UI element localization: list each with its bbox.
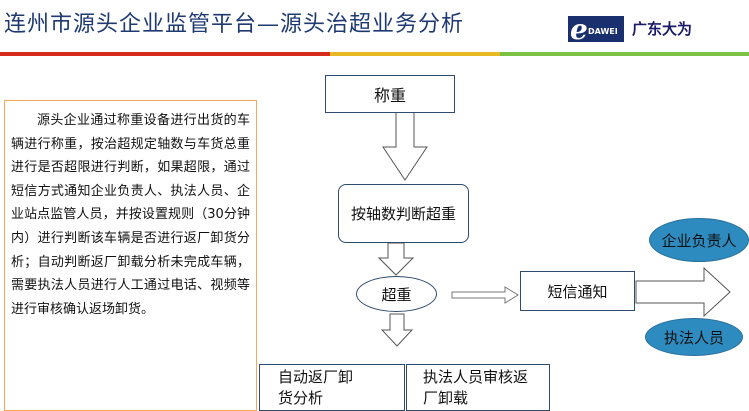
arrow-sms-to-recipients (635, 266, 731, 318)
header-divider (0, 52, 749, 56)
brand: e DAWEI 广东大为 (568, 14, 718, 44)
svg-text:e: e (570, 14, 588, 44)
brand-name: 广东大为 (632, 20, 693, 38)
node-auto-return: 自动返厂卸货分析 (259, 364, 405, 411)
node-enterprise-owner: 企业负责人 (649, 218, 749, 262)
node-enterprise-owner-label: 企业负责人 (661, 231, 737, 250)
node-axle-judge-label: 按轴数判断超重 (350, 205, 456, 223)
node-sms-notify: 短信通知 (520, 271, 635, 311)
node-auto-return-label: 自动返厂卸货分析 (278, 368, 354, 407)
node-law-officer: 执法人员 (645, 318, 743, 356)
node-officer-review: 执法人员审核返厂卸载 (406, 364, 550, 411)
node-sms-notify-label: 短信通知 (547, 282, 608, 301)
arrow-judge-to-overweight (377, 242, 415, 276)
description-box: 源头企业通过称重设备进行出货的车辆进行称重，按治超规定轴数与车货总重进行是否超限… (4, 100, 257, 411)
svg-text:DAWEI: DAWEI (588, 27, 618, 36)
description-text: 源头企业通过称重设备进行出货的车辆进行称重，按治超规定轴数与车货总重进行是否超限… (11, 113, 250, 317)
node-law-officer-label: 执法人员 (663, 328, 724, 347)
node-axle-judge: 按轴数判断超重 (338, 184, 469, 243)
page-title: 连州市源头企业监管平台—源头治超业务分析 (4, 12, 465, 37)
arrow-overweight-down (380, 313, 414, 347)
node-overweight: 超重 (356, 276, 437, 312)
dawei-logo-icon: e DAWEI (568, 14, 624, 44)
node-overweight-label: 超重 (381, 285, 412, 304)
node-weigh: 称重 (325, 75, 455, 113)
node-officer-review-label: 执法人员审核返厂卸载 (423, 368, 529, 407)
arrow-overweight-to-sms (451, 286, 519, 304)
arrow-weigh-to-judge (382, 111, 428, 181)
node-weigh-label: 称重 (373, 86, 406, 105)
